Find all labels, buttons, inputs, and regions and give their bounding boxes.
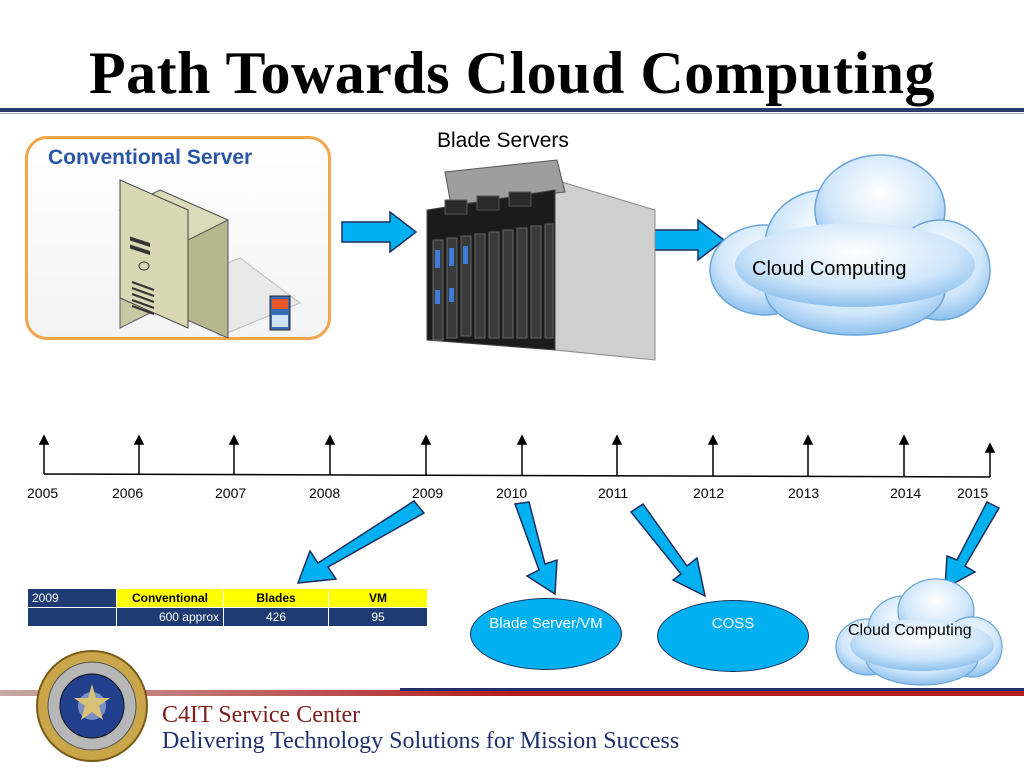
c4it-seal-logo <box>36 650 148 762</box>
server-count-table: 2009 Conventional Blades VM 600 approx 4… <box>27 588 428 627</box>
table-year-cell: 2009 <box>27 588 117 608</box>
table-header-conventional: Conventional <box>116 588 224 608</box>
timeline-year-2005: 2005 <box>27 485 59 501</box>
timeline-year-2015: 2015 <box>957 485 989 501</box>
timeline-year-2011: 2011 <box>598 485 629 501</box>
table-header-blades: Blades <box>223 588 329 608</box>
conventional-server-label: Conventional Server <box>48 146 253 169</box>
milestone-coss: COSS <box>657 600 809 672</box>
timeline-year-2009: 2009 <box>412 485 444 501</box>
timeline-year-2013: 2013 <box>788 485 820 501</box>
cloud-icon-large <box>709 154 991 336</box>
cloud-computing-label: Cloud Computing <box>752 258 907 280</box>
footer-org-name: C4IT Service Center <box>162 702 361 728</box>
server-tower-icon <box>118 179 302 338</box>
table-header-vm: VM <box>328 588 428 608</box>
footer-stripe <box>0 688 1024 696</box>
arrow-2010-to-blade-vm <box>513 501 558 596</box>
table-value-blades: 426 <box>223 607 329 627</box>
arrow-to-blades <box>341 210 418 254</box>
blade-servers-icon <box>426 159 656 361</box>
page-title: Path Towards Cloud Computing <box>89 40 935 106</box>
table-value-conventional: 600 approx <box>116 607 224 627</box>
timeline-year-2012: 2012 <box>693 485 725 501</box>
timeline <box>38 434 996 478</box>
arrow-2009-to-table <box>296 500 426 584</box>
table-value-vm: 95 <box>328 607 428 627</box>
title-divider <box>0 108 1024 112</box>
timeline-year-2006: 2006 <box>112 485 144 501</box>
cloud-icon-small <box>835 578 1003 686</box>
arrow-2011-to-coss <box>629 502 707 598</box>
timeline-year-2008: 2008 <box>309 485 341 501</box>
blade-servers-label: Blade Servers <box>437 129 569 152</box>
timeline-year-2014: 2014 <box>890 485 922 501</box>
arrow-2015-to-cloud <box>944 500 1001 590</box>
milestone-blade-vm: Blade Server/VM <box>470 598 622 670</box>
arrow-to-cloud <box>649 218 726 262</box>
timeline-year-2007: 2007 <box>215 485 247 501</box>
milestone-cloud-label: Cloud Computing <box>848 622 972 639</box>
footer-tagline: Delivering Technology Solutions for Miss… <box>162 728 680 754</box>
title-divider-thin <box>0 113 1024 114</box>
table-empty-cell <box>27 607 117 627</box>
timeline-year-2010: 2010 <box>496 485 528 501</box>
